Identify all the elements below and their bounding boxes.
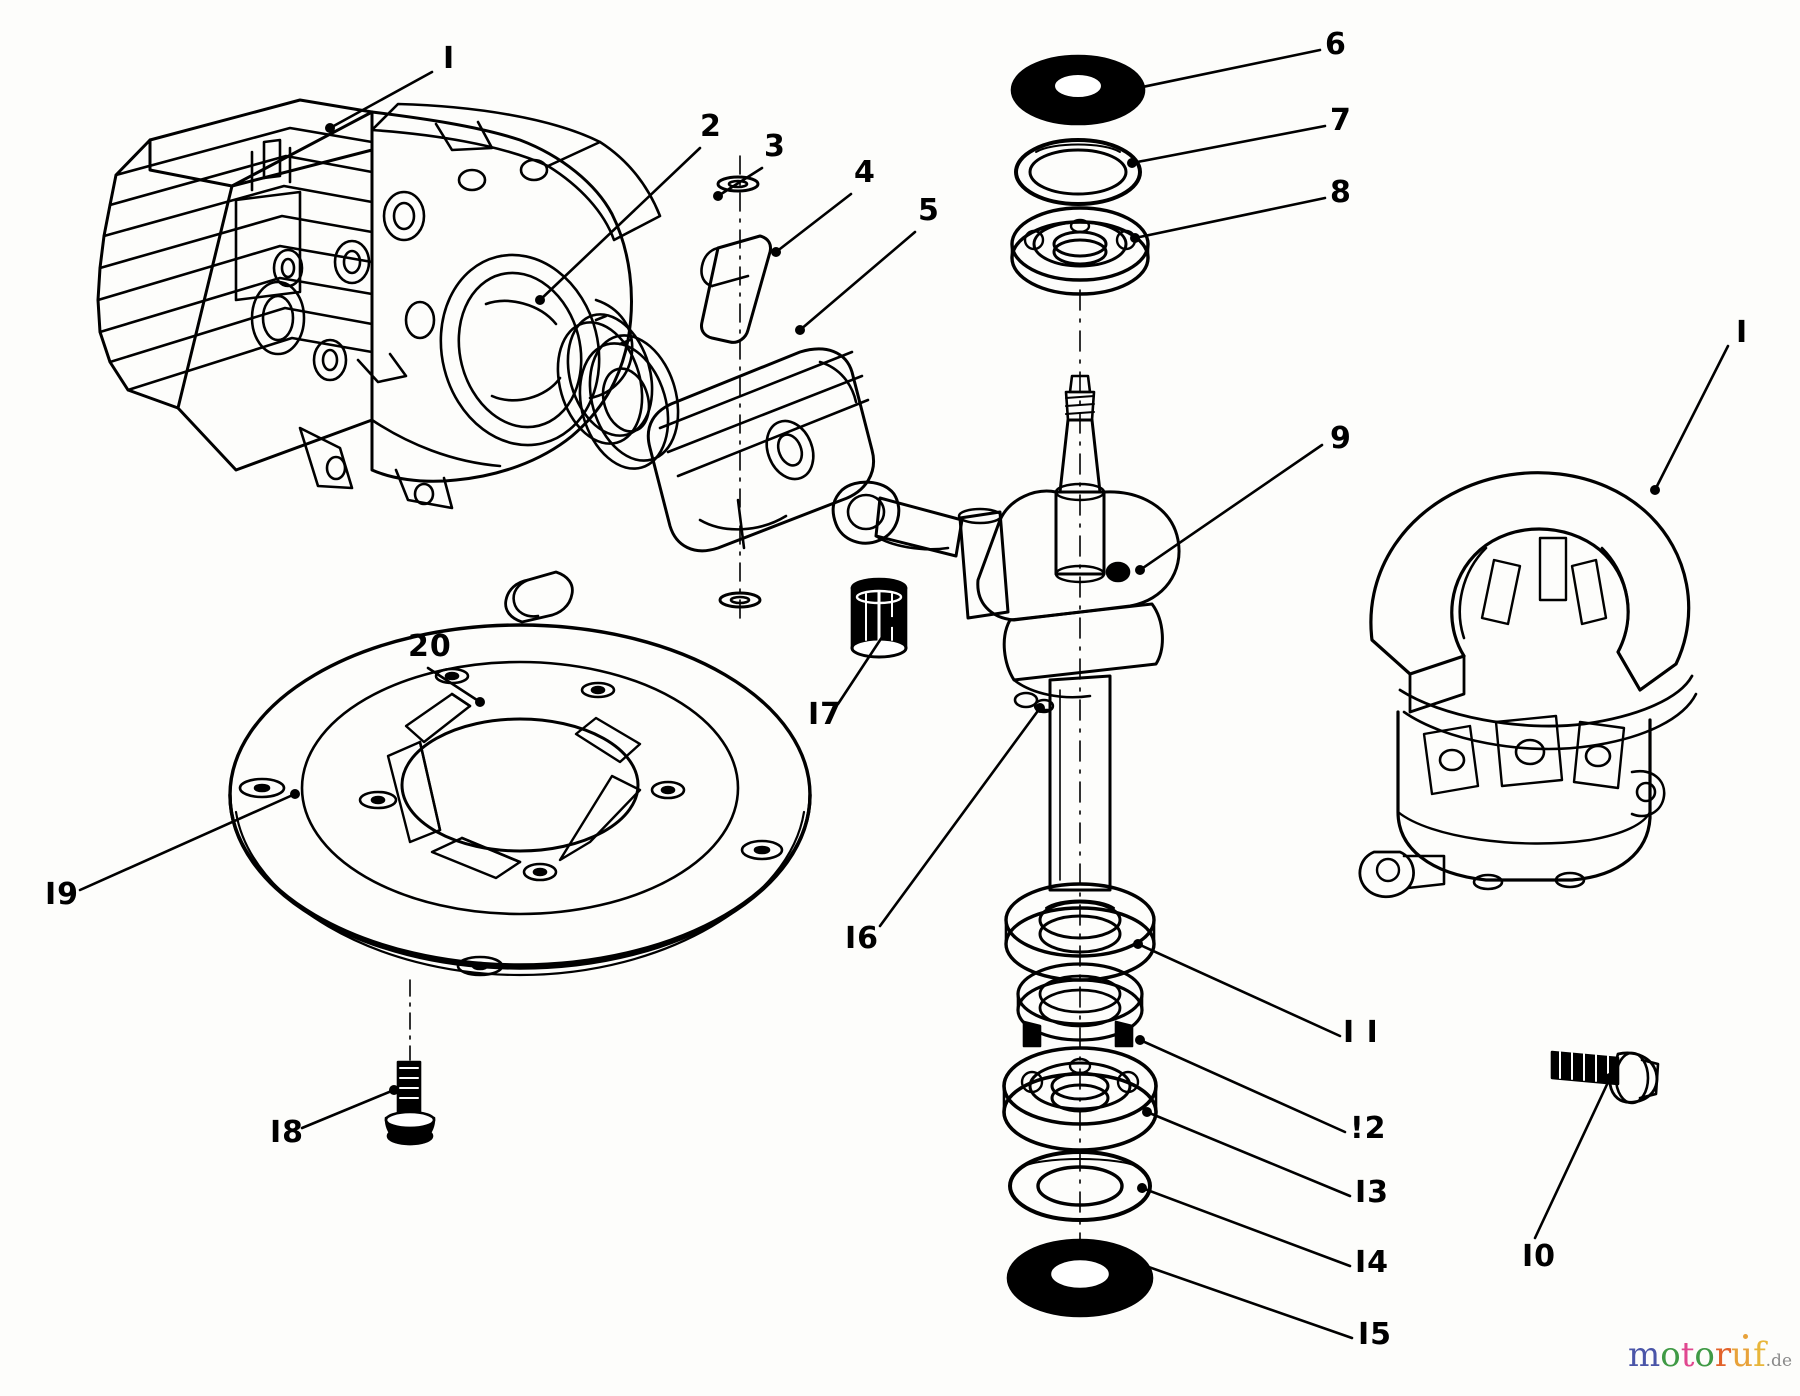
part-piston-rings xyxy=(556,313,680,470)
leader-line-20 xyxy=(426,666,482,704)
leader-line-I5 xyxy=(1138,1262,1354,1340)
leader-dot xyxy=(795,325,805,335)
leader-dot xyxy=(475,697,485,707)
leader-line-9 xyxy=(1138,443,1324,572)
callout-number-18: I8 xyxy=(270,1115,305,1150)
callout-number-12: !2 xyxy=(1350,1111,1387,1146)
callout-number-11: I I xyxy=(1343,1015,1379,1050)
leader-line-I7 xyxy=(836,620,894,706)
leader-line-I xyxy=(1653,344,1730,492)
logo-letter-6: u xyxy=(1731,1335,1754,1375)
part-crankshaft xyxy=(831,374,1181,892)
logo-letter-4: o xyxy=(1694,1335,1715,1375)
callout-number-16: I6 xyxy=(845,921,880,956)
logo-suffix: .de xyxy=(1765,1351,1793,1371)
logo-letter-7: f xyxy=(1753,1335,1766,1375)
leader-line-I0 xyxy=(1533,1076,1612,1240)
leader-dot xyxy=(535,295,545,305)
part-piston-pin xyxy=(700,234,772,344)
leader-dot xyxy=(1142,1107,1152,1117)
callout-number-21: I xyxy=(1736,315,1749,350)
leader-dot xyxy=(1135,1259,1145,1269)
callout-number-13: I3 xyxy=(1355,1175,1390,1210)
callout-number-20: 20 xyxy=(408,629,452,664)
leader-line-7 xyxy=(1130,124,1327,165)
leader-line-6 xyxy=(1126,48,1322,92)
logo-letter-1: m xyxy=(1628,1335,1661,1375)
leader-line-I4 xyxy=(1140,1186,1352,1268)
leader-dot xyxy=(1605,1073,1615,1083)
leader-dot xyxy=(713,191,723,201)
callout-number-5: 5 xyxy=(918,193,940,228)
part-retainer-clip-upper xyxy=(716,175,760,193)
leader-line-5 xyxy=(798,230,917,332)
leader-dot xyxy=(1035,703,1045,713)
part-washer-upper-lower-stack xyxy=(1004,882,1156,982)
part-ball-bearing-lower xyxy=(1002,1046,1158,1152)
leader-line-I9 xyxy=(78,792,297,892)
part-snap-ring xyxy=(1016,962,1144,1048)
part-oil-seal-lower xyxy=(1006,1238,1154,1318)
leader-lines xyxy=(78,48,1730,1340)
leader-line-I8 xyxy=(300,1088,396,1130)
logo-letter-3: t xyxy=(1680,1335,1695,1375)
leader-dot xyxy=(325,123,335,133)
motoruf-logo: motoruf.de xyxy=(1628,1334,1793,1375)
leader-dot xyxy=(1135,565,1145,575)
callout-number-17: I7 xyxy=(808,697,843,732)
callout-number-3: 3 xyxy=(764,129,786,164)
part-piston xyxy=(646,347,875,553)
part-shim-washer xyxy=(1008,1150,1152,1222)
leader-line-II xyxy=(1136,942,1342,1038)
leader-dot xyxy=(1137,1183,1147,1193)
callout-number-6: 6 xyxy=(1325,27,1347,62)
leader-line-8 xyxy=(1133,196,1327,240)
leader-dots xyxy=(290,85,1660,1269)
leader-dot xyxy=(1127,158,1137,168)
part-blower-housing-assembly xyxy=(1358,471,1698,899)
callout-number-7: 7 xyxy=(1330,103,1352,138)
leader-line-3 xyxy=(716,166,764,198)
leader-dot xyxy=(887,617,897,627)
callout-number-8: 8 xyxy=(1330,175,1352,210)
callout-number-15: I5 xyxy=(1358,1317,1393,1352)
part-flange-bolt xyxy=(1550,1050,1660,1105)
leader-dot xyxy=(1650,485,1660,495)
leader-line-4 xyxy=(774,192,853,254)
leader-line-!2 xyxy=(1138,1038,1347,1134)
part-oil-seal-upper xyxy=(1010,54,1146,126)
callout-number-4: 4 xyxy=(854,155,876,190)
part-retaining-ring-upper xyxy=(1014,138,1142,206)
part-screw xyxy=(384,1060,436,1146)
leader-dot xyxy=(1133,939,1143,949)
part-ball-bearing-upper xyxy=(1010,206,1150,296)
logo-accent-dot xyxy=(1743,1334,1749,1339)
leader-dot xyxy=(1130,233,1140,243)
leader-line-2 xyxy=(538,146,702,302)
leader-dot xyxy=(1135,1035,1145,1045)
leader-dot xyxy=(290,789,300,799)
leader-line-I xyxy=(328,70,434,130)
logo-letter-5: r xyxy=(1714,1335,1732,1375)
callout-number-19: I9 xyxy=(45,877,80,912)
part-needle-bearing xyxy=(850,577,908,659)
callout-number-1: I xyxy=(443,41,456,76)
leader-line-I6 xyxy=(878,706,1042,928)
callout-number-10: I0 xyxy=(1522,1239,1557,1274)
leader-dot xyxy=(389,1085,399,1095)
leader-dot xyxy=(771,247,781,257)
callout-number-9: 9 xyxy=(1330,421,1352,456)
leader-line-I3 xyxy=(1145,1110,1352,1198)
callout-number-14: I4 xyxy=(1355,1245,1390,1280)
part-dowel-pin xyxy=(504,570,574,624)
logo-letter-2: o xyxy=(1660,1335,1681,1375)
callout-number-2: 2 xyxy=(700,109,722,144)
part-blade-adapter-plate xyxy=(228,623,812,977)
leader-dot xyxy=(1123,85,1133,95)
part-cylinder-crankcase xyxy=(96,98,662,510)
